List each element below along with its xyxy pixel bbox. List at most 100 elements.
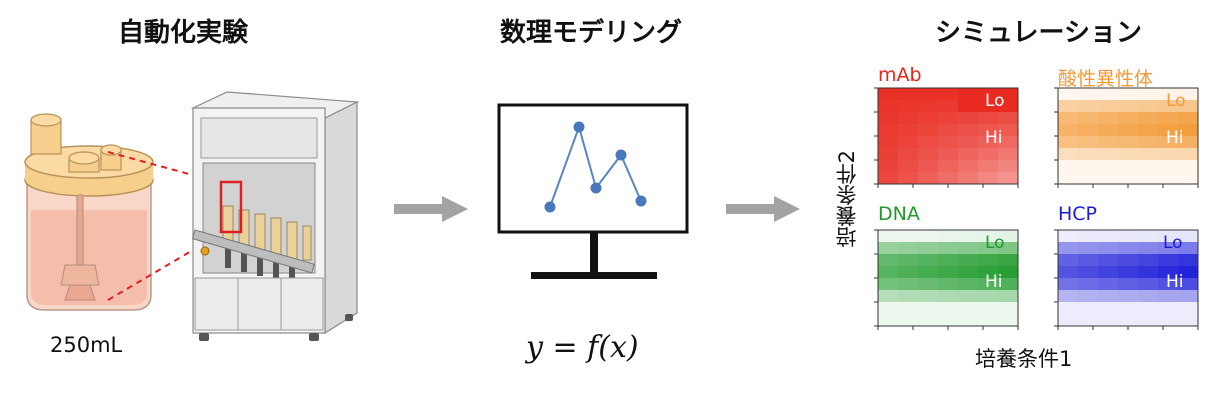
heatmap-cell [1138, 88, 1159, 101]
heatmap-cell [1058, 172, 1079, 185]
heatmap-cell [1078, 290, 1099, 303]
bioreactor-jar-illustration [24, 113, 154, 311]
automated-lab-machine-illustration [190, 91, 360, 341]
heatmap-cell [1158, 278, 1179, 291]
heatmap-cell [918, 136, 939, 149]
panel-mab-lo-label: Lo [985, 91, 1005, 111]
heatmap-cell [1058, 230, 1079, 243]
heatmap-cell [918, 124, 939, 137]
heatmap-cell [1058, 160, 1079, 173]
heatmap-cell [918, 230, 939, 243]
heatmap-cell [1158, 242, 1179, 255]
heatmap-cell [1098, 172, 1119, 185]
heatmap-cell [1158, 302, 1179, 315]
heatmap-cell [1178, 230, 1199, 243]
heatmap-cell [1078, 148, 1099, 161]
heatmap-cell [938, 160, 959, 173]
heatmap-cell [998, 100, 1019, 113]
heatmap-cell [938, 88, 959, 101]
heatmap-cell [898, 148, 919, 161]
heatmap-cell [1138, 242, 1159, 255]
heatmap-cell [978, 112, 999, 125]
heatmap-cell [918, 172, 939, 185]
heatmap-cell [1138, 278, 1159, 291]
heatmap-cell [978, 314, 999, 327]
heatmap-cell [1098, 230, 1119, 243]
heatmap-cell [878, 242, 899, 255]
heatmap-cell [938, 172, 959, 185]
heatmap-cell [898, 172, 919, 185]
heatmap-cell [998, 124, 1019, 137]
heatmap-cell [1078, 124, 1099, 137]
heatmap-cell [978, 302, 999, 315]
heatmap-cell [878, 148, 899, 161]
heatmap-cell [1058, 112, 1079, 125]
heatmap-cell [898, 88, 919, 101]
heatmap-cell [958, 302, 979, 315]
heatmap-cell [1138, 254, 1159, 267]
panel-acidic-hi-label: Hi [1166, 128, 1184, 148]
heatmap-cell [1118, 100, 1139, 113]
heatmap-cell [938, 100, 959, 113]
heatmap-cell [1118, 242, 1139, 255]
heatmap-cell [1078, 160, 1099, 173]
heatmap-cell [998, 266, 1019, 279]
heatmap-cell [978, 278, 999, 291]
heatmap-cell [918, 88, 939, 101]
heatmap-cell [1178, 88, 1199, 101]
heatmap-cell [878, 136, 899, 149]
heatmap-cell [938, 278, 959, 291]
heatmap-cell [1078, 302, 1099, 315]
heatmap-cell [1058, 302, 1079, 315]
heatmap-cell [1138, 172, 1159, 185]
heatmap-cell [958, 88, 979, 101]
heatmap-cell [1078, 136, 1099, 149]
heatmap-cell [1118, 230, 1139, 243]
heatmap-cell [1178, 290, 1199, 303]
heatmap-cell [958, 148, 979, 161]
heatmap-cell [918, 242, 939, 255]
heatmap-cell [1178, 242, 1199, 255]
heatmap-cell [1118, 88, 1139, 101]
heatmap-cell [978, 172, 999, 185]
heatmap-cell [998, 172, 1019, 185]
heatmap-cell [878, 230, 899, 243]
heatmap-cell [1158, 136, 1179, 149]
panel-mab-hi-label: Hi [985, 128, 1003, 148]
heatmap-cell [898, 230, 919, 243]
heatmap-cell [918, 278, 939, 291]
heatmap-cell [1078, 254, 1099, 267]
heatmap-cell [918, 290, 939, 303]
heatmap-cell [1118, 254, 1139, 267]
heatmap-cell [1178, 124, 1199, 137]
heatmap-cell [1158, 88, 1179, 101]
heatmap-cell [1098, 254, 1119, 267]
heatmap-cell [1158, 230, 1179, 243]
heatmap-cell [1078, 278, 1099, 291]
heatmap-panel-1 [1054, 87, 1199, 188]
heatmap-cell [1098, 302, 1119, 315]
heatmap-cell [938, 230, 959, 243]
heatmap-cell [1118, 278, 1139, 291]
panel-title-hcp: HCP [1058, 203, 1098, 225]
heatmap-cell [1058, 100, 1079, 113]
heatmap-cell [878, 254, 899, 267]
heatmap-cell [1078, 266, 1099, 279]
heatmap-cell [978, 148, 999, 161]
heatmap-cell [1178, 148, 1199, 161]
heatmap-cell [1118, 302, 1139, 315]
heatmap-cell [1118, 136, 1139, 149]
panel-dna-hi-label: Hi [985, 272, 1003, 292]
heatmap-cell [898, 290, 919, 303]
heatmap-cell [1138, 302, 1159, 315]
heatmap-cell [878, 100, 899, 113]
heatmap-cell [938, 112, 959, 125]
heatmap-cell [1158, 112, 1179, 125]
heatmap-cell [878, 278, 899, 291]
heatmap-cell [1098, 100, 1119, 113]
heatmap-panel-3 [1054, 229, 1199, 330]
heatmap-cell [878, 314, 899, 327]
heatmap-cell [1178, 172, 1199, 185]
heatmap-cell [1098, 160, 1119, 173]
heatmap-cell [1058, 148, 1079, 161]
